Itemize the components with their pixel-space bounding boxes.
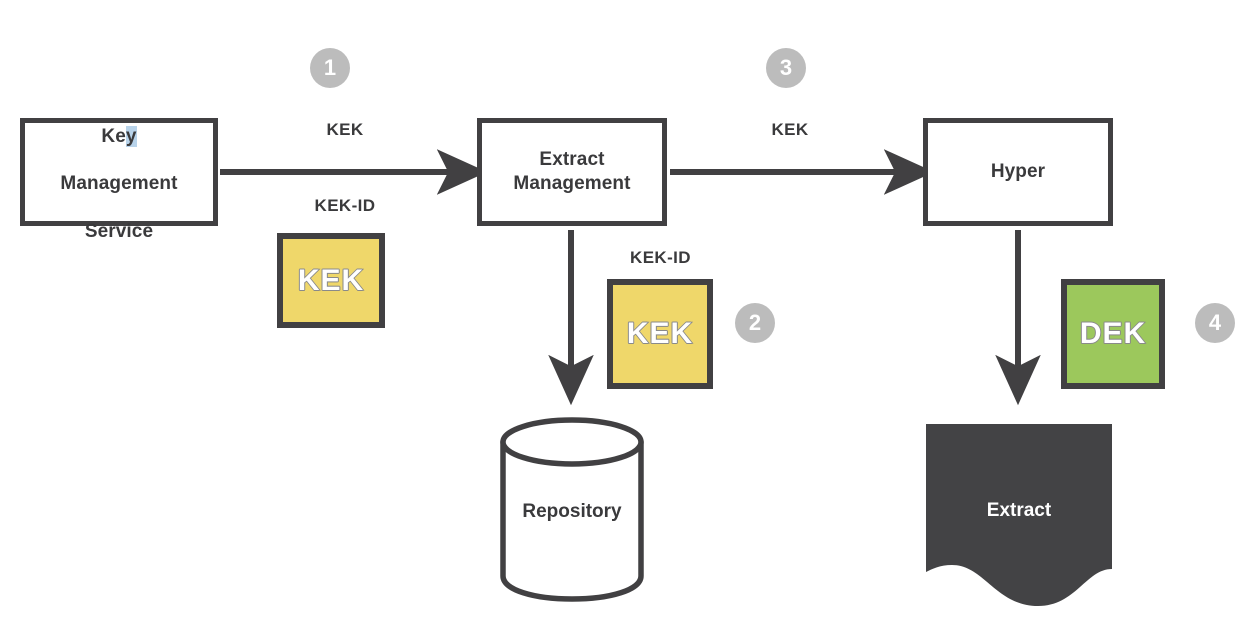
node-hyper-label: Hyper: [990, 161, 1046, 183]
kms-label-line1-part1: Ke: [101, 125, 126, 147]
node-extract[interactable]: [926, 424, 1112, 606]
key-tile-kek-2[interactable]: KEK: [607, 279, 713, 389]
step-badge-4: 4: [1195, 303, 1235, 343]
step-badge-4-number: 4: [1208, 310, 1222, 335]
node-extract-management-label: Extract Management: [513, 149, 631, 194]
edge-label-kek-kms-to-em: KEK: [326, 120, 364, 139]
key-caption-kek-id-2: KEK-ID: [630, 248, 691, 267]
step-badge-1-number: 1: [323, 55, 337, 80]
key-tile-dek-1[interactable]: DEK: [1061, 279, 1165, 389]
edge-label-kekid-kms-to-em: KEK-ID: [314, 196, 376, 215]
node-repository-label: Repository: [522, 501, 622, 522]
key-tile-dek-1-text: DEK: [1079, 316, 1147, 351]
node-hyper[interactable]: Hyper: [923, 118, 1113, 226]
key-tile-kek-2-text: KEK: [626, 316, 694, 351]
step-badge-2: 2: [735, 303, 775, 343]
kms-label-line2: Management: [60, 173, 178, 194]
edge-label-kek-em-to-hyper: KEK: [771, 120, 809, 139]
step-badge-3-number: 3: [779, 55, 793, 80]
step-badge-2-number: 2: [748, 310, 762, 335]
key-tile-kek-1[interactable]: KEK: [277, 233, 385, 328]
extract-document-shape: [926, 424, 1112, 606]
node-extract-management[interactable]: Extract Management: [477, 118, 667, 226]
key-tile-kek-1-text: KEK: [297, 263, 365, 298]
node-key-management-service-label: Key Management Service: [60, 101, 177, 244]
step-badge-1: 1: [310, 48, 350, 88]
repository-cylinder-body: [500, 439, 644, 602]
step-badge-3: 3: [766, 48, 806, 88]
node-extract-label: Extract: [986, 500, 1052, 521]
kms-label-line3: Service: [84, 220, 154, 242]
repository-cylinder-top: [500, 417, 644, 467]
node-repository[interactable]: [498, 416, 646, 602]
kms-label-selection-highlight: y: [125, 125, 137, 147]
node-key-management-service[interactable]: Key Management Service: [20, 118, 218, 242]
